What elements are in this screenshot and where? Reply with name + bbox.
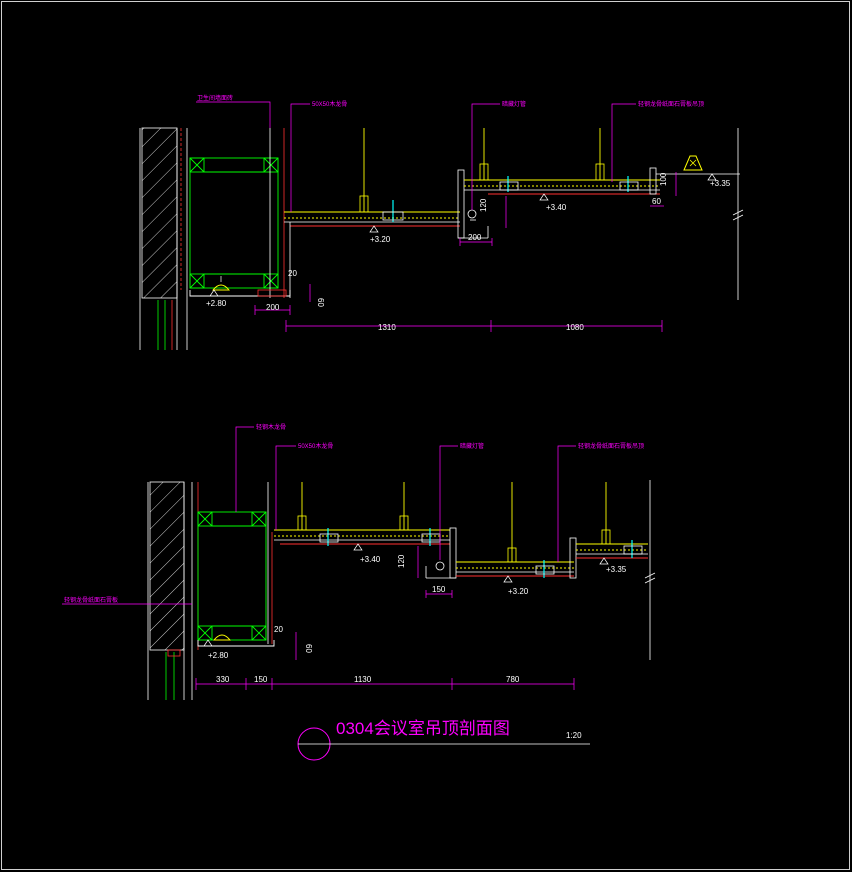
bottom-elev-2-80: +2.80 bbox=[208, 651, 229, 660]
bottom-label-wood-joist: 50X50木龙骨 bbox=[298, 442, 333, 450]
bottom-ceiling-right bbox=[569, 480, 656, 660]
top-dim-60: 60 bbox=[316, 298, 325, 307]
bottom-dim-1130: 1130 bbox=[354, 675, 372, 684]
bottom-dimension-lines bbox=[195, 546, 575, 690]
top-leaders bbox=[196, 101, 636, 212]
bottom-dim-150: 150 bbox=[254, 675, 268, 684]
drawing-title: 0304会议室吊顶剖面图 bbox=[336, 719, 510, 738]
bottom-dim-60: 60 bbox=[304, 644, 313, 653]
top-dim-120: 120 bbox=[479, 198, 488, 212]
bottom-ceiling-upper bbox=[274, 482, 457, 579]
top-light-box bbox=[189, 276, 291, 297]
top-section: 卫生间墙面砖 50X50木龙骨 暗藏灯管 轻钢龙骨纸面石膏板吊顶 +2.80 +… bbox=[139, 94, 744, 350]
bottom-elevation-marks bbox=[203, 543, 609, 647]
top-elev-2-80: +2.80 bbox=[206, 299, 227, 308]
title-block: 0304会议室吊顶剖面图 1:20 bbox=[297, 719, 590, 761]
top-dim-100: 100 bbox=[659, 172, 668, 186]
top-dim-1080: 1080 bbox=[566, 323, 584, 332]
top-ceiling-step-1 bbox=[284, 128, 460, 298]
top-ceiling-step-2 bbox=[457, 128, 740, 239]
bottom-dim-20: 20 bbox=[274, 625, 283, 634]
top-wall bbox=[139, 127, 188, 350]
top-dim-60b: 60 bbox=[652, 197, 661, 206]
top-right-fixture bbox=[683, 128, 744, 300]
bottom-elev-3-40: +3.40 bbox=[360, 555, 381, 564]
top-dim-200b: 200 bbox=[468, 233, 482, 242]
top-elev-3-20: +3.20 bbox=[370, 235, 391, 244]
bottom-elev-3-20: +3.20 bbox=[508, 587, 529, 596]
top-label-gypsum-ceiling: 轻钢龙骨纸面石膏板吊顶 bbox=[638, 100, 704, 108]
top-dimension-lines bbox=[254, 172, 677, 332]
top-dim-200: 200 bbox=[266, 303, 280, 312]
bottom-section: 轻钢木龙骨 50X50木龙骨 暗藏灯管 轻钢龙骨纸面石膏板吊顶 轻钢龙骨纸面石膏… bbox=[62, 423, 656, 700]
bottom-light-box bbox=[197, 634, 275, 647]
bottom-label-gypsum-ceiling: 轻钢龙骨纸面石膏板吊顶 bbox=[578, 442, 644, 450]
top-dim-20: 20 bbox=[288, 269, 297, 278]
bottom-ceiling-lower bbox=[456, 482, 574, 578]
bottom-dim-150b: 150 bbox=[432, 585, 446, 594]
top-dim-1310: 1310 bbox=[378, 323, 396, 332]
bottom-label-hidden-light: 暗藏灯管 bbox=[460, 442, 484, 450]
top-label-wall-tile: 卫生间墙面砖 bbox=[197, 94, 233, 102]
top-elev-3-40: +3.40 bbox=[546, 203, 567, 212]
bottom-dim-780: 780 bbox=[506, 675, 520, 684]
bottom-dim-330: 330 bbox=[216, 675, 230, 684]
top-elevation-marks bbox=[209, 173, 717, 297]
bottom-wall bbox=[147, 481, 199, 700]
top-elev-3-35: +3.35 bbox=[710, 179, 731, 188]
top-label-wood-joist: 50X50木龙骨 bbox=[312, 100, 347, 108]
bottom-leaders bbox=[62, 426, 576, 605]
bottom-wood-frame bbox=[197, 511, 267, 641]
top-label-hidden-light: 暗藏灯管 bbox=[502, 100, 526, 108]
bottom-label-wood-joist-frame: 轻钢木龙骨 bbox=[256, 423, 286, 431]
bottom-dim-120: 120 bbox=[397, 554, 406, 568]
bottom-label-gypsum-board: 轻钢龙骨纸面石膏板 bbox=[64, 596, 118, 604]
bottom-elev-3-35: +3.35 bbox=[606, 565, 627, 574]
drawing-scale: 1:20 bbox=[566, 731, 582, 740]
top-wood-frame bbox=[189, 157, 279, 289]
